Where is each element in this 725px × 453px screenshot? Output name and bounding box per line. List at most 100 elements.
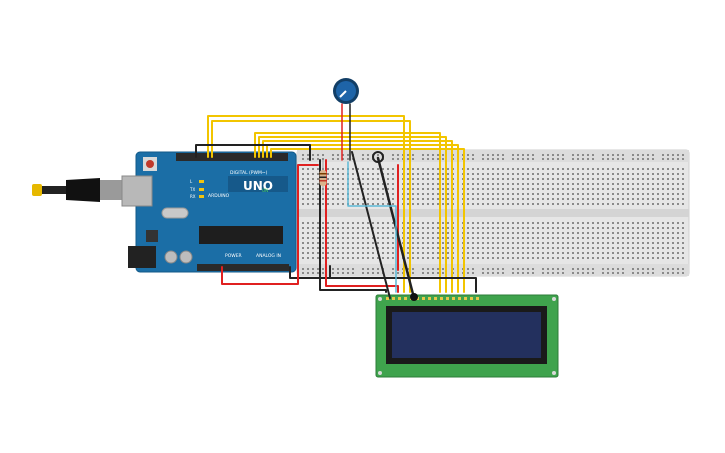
breadboard-hole [507,188,509,190]
lcd-pin[interactable] [434,297,437,300]
breadboard-hole [377,232,379,234]
lcd-pin[interactable] [404,297,407,300]
breadboard-hole [557,178,559,180]
lcd-pin[interactable] [458,297,461,300]
lcd-pin[interactable] [476,297,479,300]
breadboard-hole [642,193,644,195]
breadboard-hole [662,178,664,180]
breadboard-hole [617,232,619,234]
breadboard-hole [387,227,389,229]
power-jack[interactable] [128,246,156,268]
power-analog-header[interactable] [197,264,289,271]
breadboard-hole [612,242,614,244]
lcd-pin[interactable] [398,297,401,300]
resistor[interactable] [319,160,327,195]
breadboard-hole [392,154,394,156]
breadboard-hole [672,227,674,229]
breadboard-hole [542,154,544,156]
digital-header[interactable] [176,153,288,161]
breadboard-hole [642,198,644,200]
wire-yellow-6[interactable] [266,144,459,293]
breadboard-hole [502,173,504,175]
wire-black-gnd-bottom[interactable] [289,265,331,279]
breadboard-hole [607,173,609,175]
breadboard-hole [327,183,329,185]
breadboard-hole [447,227,449,229]
breadboard-hole [552,173,554,175]
breadboard-hole [362,173,364,175]
breadboard-hole [437,158,439,160]
wire-red-lcd-vcc[interactable] [325,159,399,293]
breadboard-hole [417,232,419,234]
breadboard-hole [597,237,599,239]
lcd-pin[interactable] [446,297,449,300]
breadboard-hole [422,158,424,160]
lcd-pin[interactable] [452,297,455,300]
breadboard-hole [392,227,394,229]
breadboard-hole [312,168,314,170]
breadboard-hole [362,247,364,249]
breadboard-hole [372,193,374,195]
breadboard-hole [477,227,479,229]
breadboard-hole [552,237,554,239]
lcd-pin[interactable] [392,297,395,300]
lcd-pin[interactable] [440,297,443,300]
breadboard-hole [667,247,669,249]
wire-blue-contrast[interactable] [347,161,397,293]
breadboard-hole [327,188,329,190]
wire-yellow-7[interactable] [270,148,465,293]
breadboard-hole [427,232,429,234]
breadboard-hole [437,188,439,190]
breadboard-hole [327,222,329,224]
breadboard-hole [367,188,369,190]
breadboard-hole [432,198,434,200]
breadboard-hole [582,252,584,254]
breadboard-hole [477,173,479,175]
breadboard-hole [682,173,684,175]
breadboard-hole [432,252,434,254]
wire-black-diag-1[interactable] [351,151,391,299]
wire-junction-lcd[interactable] [410,293,418,301]
wire-black-backlight[interactable] [327,277,477,293]
breadboard-hole [467,227,469,229]
breadboard-hole [577,222,579,224]
breadboard-hole [432,173,434,175]
breadboard-hole [637,183,639,185]
usb-port[interactable] [121,175,153,207]
lcd-pin[interactable] [464,297,467,300]
breadboard-hole [532,257,534,259]
wire-yellow-1[interactable] [207,115,405,293]
breadboard-hole [547,154,549,156]
breadboard-hole [492,272,494,274]
breadboard-hole [597,252,599,254]
wire-yellow-5[interactable] [262,140,453,293]
breadboard-hole [342,198,344,200]
wire-yellow-4[interactable] [258,136,447,293]
wire-black-lcd-gnd[interactable] [319,159,387,293]
breadboard-hole [422,173,424,175]
breadboard-hole [422,247,424,249]
wire-red-5v[interactable] [221,164,319,285]
lcd-pin[interactable] [428,297,431,300]
breadboard-hole [312,242,314,244]
wire-junction-top[interactable] [372,151,384,163]
reset-button[interactable] [146,160,154,168]
breadboard-hole [407,198,409,200]
potentiometer[interactable] [333,78,359,104]
lcd-pin[interactable] [470,297,473,300]
arduino-uno-board[interactable]: DIGITAL (PWM~) UNO ARDUINO POWER ANALOG … [121,151,297,273]
breadboard-hole [582,168,584,170]
wire-yellow-2[interactable] [211,120,411,293]
breadboard-hole [587,178,589,180]
breadboard-hole [482,173,484,175]
breadboard-hole [482,178,484,180]
breadboard-hole [562,154,564,156]
lcd-display-module[interactable] [375,294,559,378]
lcd-pin[interactable] [386,297,389,300]
wire-black-gnd-top[interactable] [195,144,311,161]
breadboard-hole [432,188,434,190]
breadboard-hole [482,183,484,185]
breadboard-hole [637,198,639,200]
breadboard-hole [372,188,374,190]
lcd-pin[interactable] [422,297,425,300]
